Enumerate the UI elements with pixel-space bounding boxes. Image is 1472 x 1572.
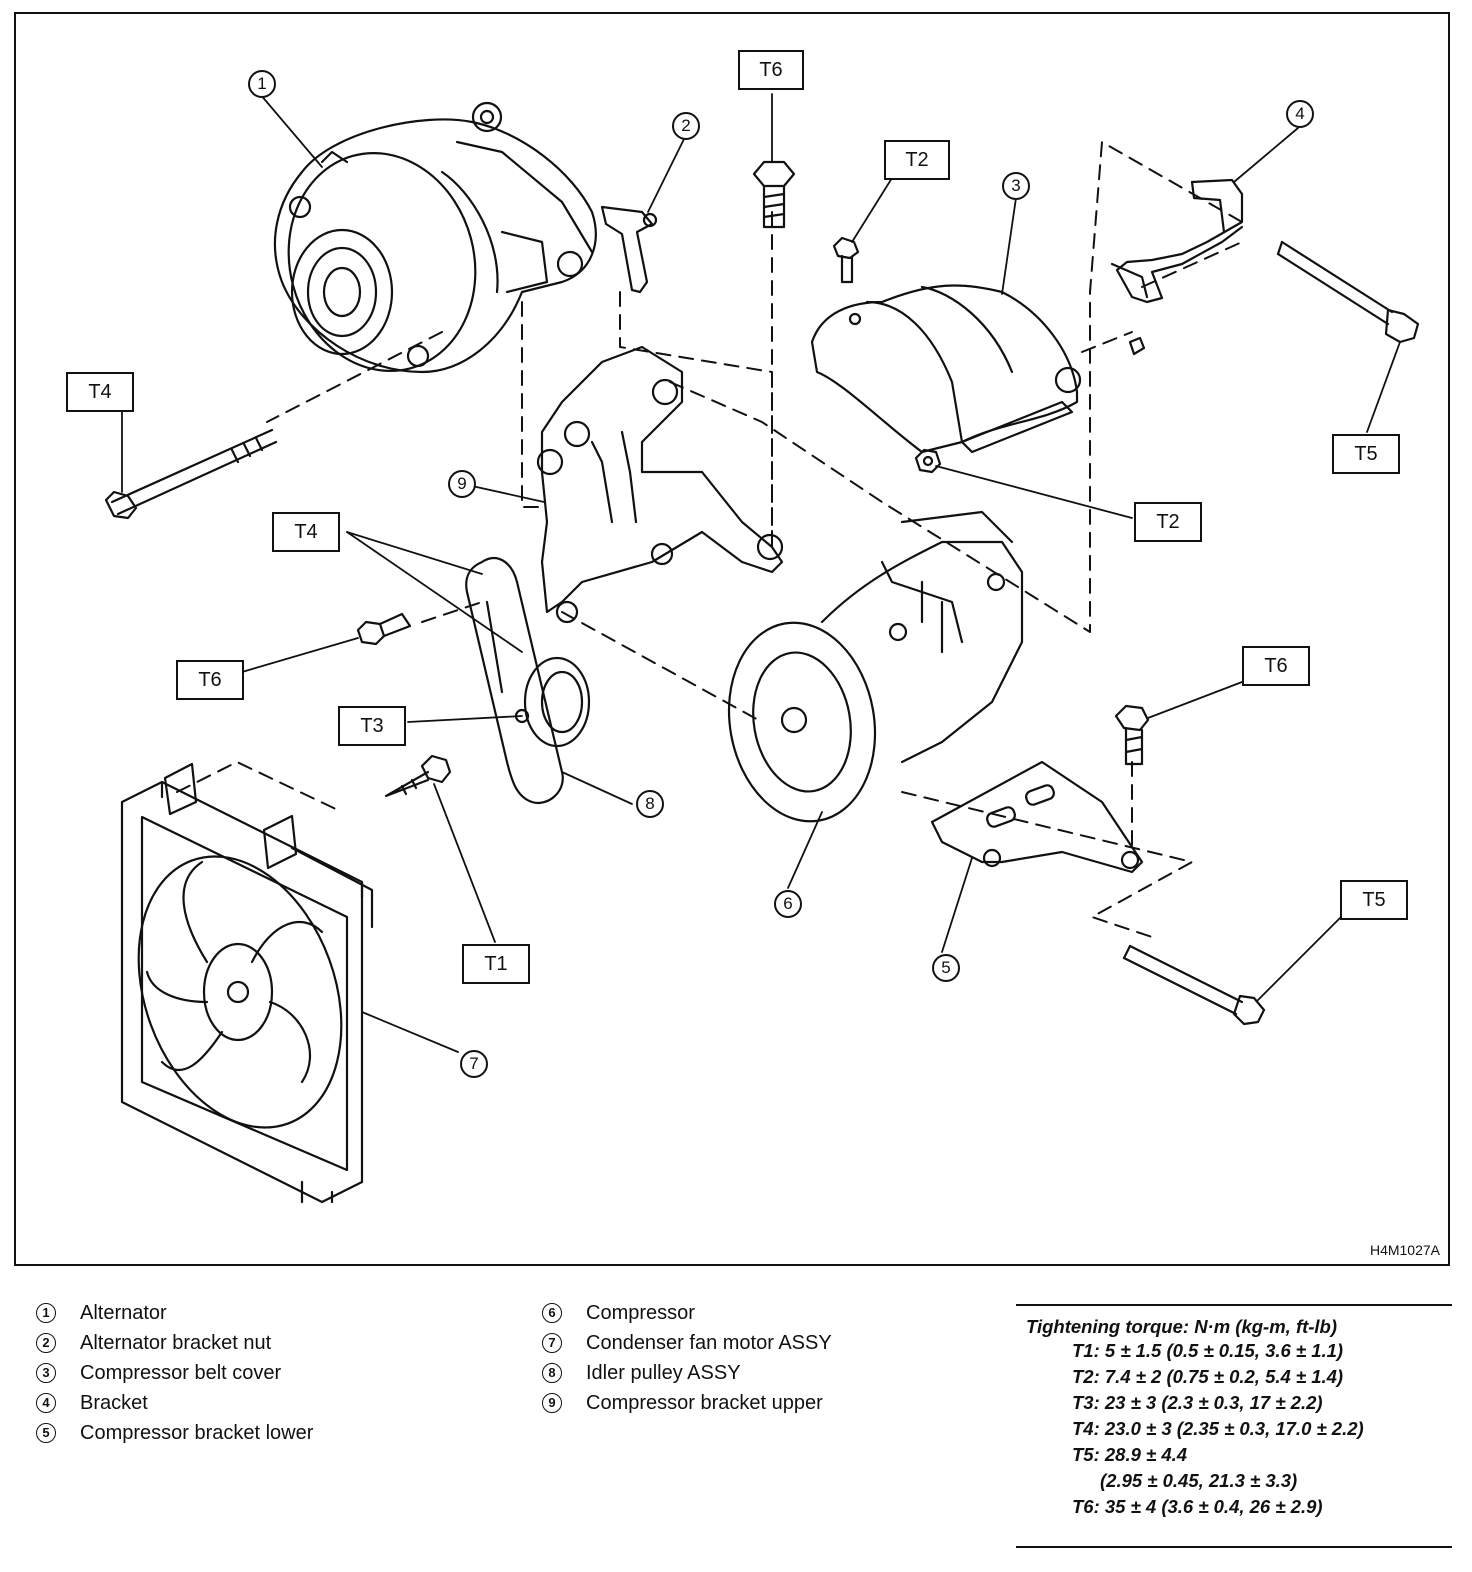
torque-tag-t6-top: T6 bbox=[738, 50, 804, 90]
torque-tag-t2-upper: T2 bbox=[884, 140, 950, 180]
legend-label: Compressor bbox=[586, 1302, 695, 1324]
torque-heading: Tightening torque: N·m (kg-m, ft-lb) bbox=[1026, 1316, 1338, 1337]
alternator-bracket-nut bbox=[600, 205, 658, 294]
nut-t2-lower bbox=[914, 448, 942, 474]
legend-number: 7 bbox=[542, 1333, 562, 1353]
torque-specs-bottom-rule bbox=[1016, 1546, 1452, 1548]
legend-number: 1 bbox=[36, 1303, 56, 1323]
torque-row-t1: T1: 5 ± 1.5 (0.5 ± 0.15, 3.6 ± 1.1) bbox=[1072, 1340, 1344, 1361]
legend-right: 6 Compressor 7 Condenser fan motor ASSY 8 I… bbox=[542, 1298, 832, 1418]
exploded-parts-drawing bbox=[104, 93, 1420, 1204]
legend-number: 3 bbox=[36, 1363, 56, 1383]
screw-t2-upper bbox=[832, 236, 860, 284]
callout-5: 5 bbox=[932, 954, 960, 982]
legend-label: Condenser fan motor ASSY bbox=[586, 1332, 832, 1354]
legend-number: 8 bbox=[542, 1363, 562, 1383]
callout-8: 8 bbox=[636, 790, 664, 818]
legend-number: 4 bbox=[36, 1393, 56, 1413]
legend-label: Alternator bracket nut bbox=[80, 1332, 272, 1354]
legend-number: 2 bbox=[36, 1333, 56, 1353]
compressor-bracket-upper bbox=[536, 345, 784, 624]
idler-pulley bbox=[465, 557, 591, 805]
bolt-t5-right bbox=[1276, 240, 1420, 344]
legend-item: 4 Bracket bbox=[36, 1388, 313, 1418]
legend-item: 7 Condenser fan motor ASSY bbox=[542, 1328, 832, 1358]
torque-tag-t4-left: T4 bbox=[66, 372, 134, 412]
legend-item: 1 Alternator bbox=[36, 1298, 313, 1328]
legend-number: 6 bbox=[542, 1303, 562, 1323]
bolt-t5-bottom bbox=[1122, 944, 1266, 1026]
torque-tag-t4-mid: T4 bbox=[272, 512, 340, 552]
alternator bbox=[273, 101, 597, 374]
torque-row-t3: T3: 23 ± 3 (2.3 ± 0.3, 17 ± 2.2) bbox=[1072, 1392, 1323, 1413]
legend-label: Idler pulley ASSY bbox=[586, 1362, 741, 1384]
torque-tag-t3: T3 bbox=[338, 706, 406, 746]
callout-6: 6 bbox=[774, 890, 802, 918]
torque-tag-t1: T1 bbox=[462, 944, 530, 984]
callout-3: 3 bbox=[1002, 172, 1030, 200]
torque-row-t5-conversion: (2.95 ± 0.45, 21.3 ± 3.3) bbox=[1100, 1470, 1298, 1491]
legend-item: 5 Compressor bracket lower bbox=[36, 1418, 313, 1448]
compressor-belt-cover bbox=[810, 284, 1082, 454]
bolt-t6-left bbox=[356, 612, 412, 646]
legend-label: Alternator bbox=[80, 1302, 167, 1324]
legend-label: Bracket bbox=[80, 1392, 148, 1414]
torque-row-t6: T6: 35 ± 4 (3.6 ± 0.4, 26 ± 2.9) bbox=[1072, 1496, 1323, 1517]
bolt-t4-left bbox=[104, 428, 278, 520]
condenser-fan-assembly bbox=[120, 762, 374, 1204]
callout-9: 9 bbox=[448, 470, 476, 498]
figure-code: H4M1027A bbox=[1369, 1242, 1440, 1258]
legend-label: Compressor belt cover bbox=[80, 1362, 282, 1384]
screw-t1 bbox=[384, 754, 452, 798]
torque-row-t5: T5: 28.9 ± 4.4 bbox=[1072, 1444, 1188, 1465]
compressor-bracket-lower bbox=[930, 760, 1144, 874]
torque-tag-t6-right: T6 bbox=[1242, 646, 1310, 686]
legend-label: Compressor bracket upper bbox=[586, 1392, 823, 1414]
bolt-t6-top bbox=[752, 160, 796, 229]
torque-tag-t5-right: T5 bbox=[1332, 434, 1400, 474]
legend-item: 6 Compressor bbox=[542, 1298, 832, 1328]
legend-item: 3 Compressor belt cover bbox=[36, 1358, 313, 1388]
legend-number: 9 bbox=[542, 1393, 562, 1413]
legend-label: Compressor bracket lower bbox=[80, 1422, 314, 1444]
torque-row-t4: T4: 23.0 ± 3 (2.35 ± 0.3, 17.0 ± 2.2) bbox=[1072, 1418, 1364, 1439]
bolt-t6-right bbox=[1114, 704, 1150, 766]
legend-item: 2 Alternator bracket nut bbox=[36, 1328, 313, 1358]
callout-7: 7 bbox=[460, 1050, 488, 1078]
legend-item: 8 Idler pulley ASSY bbox=[542, 1358, 832, 1388]
torque-row-t2: T2: 7.4 ± 2 (0.75 ± 0.2, 5.4 ± 1.4) bbox=[1072, 1366, 1344, 1387]
torque-specs: Tightening torque: N·m (kg-m, ft-lb) T1:… bbox=[1016, 1304, 1452, 1520]
compressor bbox=[727, 510, 1024, 823]
callout-1: 1 bbox=[248, 70, 276, 98]
torque-tag-t5-bottom: T5 bbox=[1340, 880, 1408, 920]
callout-4: 4 bbox=[1286, 100, 1314, 128]
torque-tag-t2-lower: T2 bbox=[1134, 502, 1202, 542]
diagram-frame: 1 2 3 4 5 6 7 8 9 T6 T2 T4 T5 T2 T4 T6 T… bbox=[14, 12, 1450, 1266]
callout-2: 2 bbox=[672, 112, 700, 140]
torque-tag-t6-left: T6 bbox=[176, 660, 244, 700]
legend-number: 5 bbox=[36, 1423, 56, 1443]
leader-lines bbox=[121, 93, 1401, 1053]
bracket bbox=[1110, 178, 1244, 356]
legend-item: 9 Compressor bracket upper bbox=[542, 1388, 832, 1418]
